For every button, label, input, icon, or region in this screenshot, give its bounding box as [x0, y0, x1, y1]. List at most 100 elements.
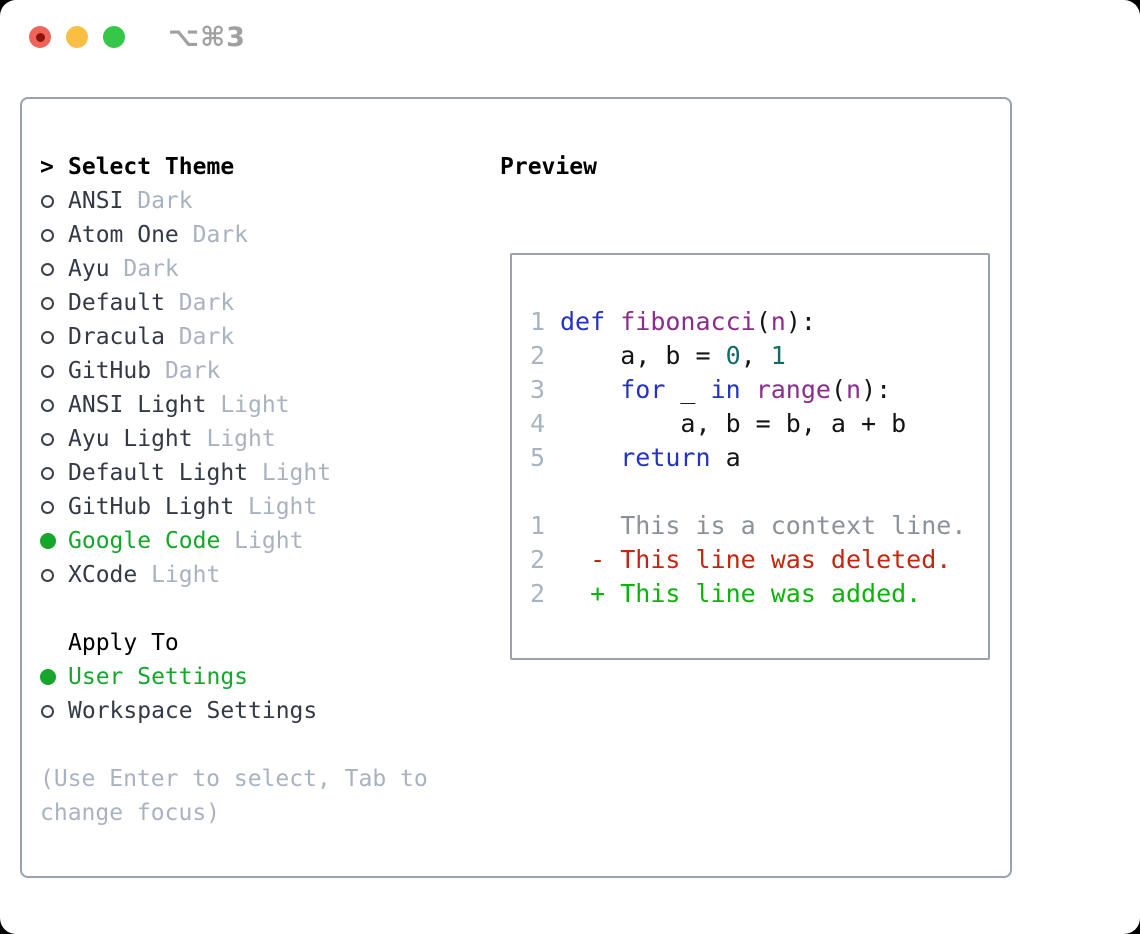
option-variant-label: Light: [220, 528, 304, 554]
option-variant-label: Dark: [123, 188, 193, 214]
option-label: GitHub Light: [68, 494, 235, 520]
option-label: GitHub: [68, 358, 152, 384]
spacer: [40, 728, 480, 762]
code-token-pl: (: [830, 374, 847, 404]
option-variant-label: Dark: [178, 222, 249, 248]
line-number: 5: [530, 442, 546, 472]
code-token-pl: [741, 375, 756, 404]
option-label: Google Code: [68, 528, 221, 554]
apply-option-workspace-settings[interactable]: Workspace Settings: [40, 694, 480, 728]
code-token-kw: for: [620, 374, 666, 404]
window-titlebar: ⌥⌘3: [0, 0, 1140, 74]
select-theme-header: > Select Theme: [40, 150, 480, 184]
option-label: Atom One: [68, 222, 179, 248]
option-label: Workspace Settings: [68, 698, 318, 724]
code-line: 4 a, b = b, a + b: [530, 406, 988, 440]
theme-option-dracula[interactable]: Dracula Dark: [40, 320, 480, 354]
help-text: (Use Enter to select, Tab to change focus…: [40, 762, 480, 830]
option-variant-label: Light: [137, 562, 221, 588]
code-token-fn: range: [755, 374, 831, 404]
radio-icon: [41, 228, 54, 242]
theme-option-ansi-light[interactable]: ANSI Light Light: [40, 388, 480, 422]
code-token-fn: n: [770, 306, 786, 336]
code-line: 2 - This line was deleted.: [530, 542, 988, 576]
code-line: 2 a, b = 0, 1: [530, 338, 988, 372]
code-line: [530, 474, 988, 508]
zoom-button[interactable]: [103, 26, 125, 48]
line-number: 1: [530, 306, 546, 336]
help-line: (Use Enter to select, Tab to: [40, 766, 428, 792]
code-token-kw: return: [620, 442, 711, 472]
code-token-fn: fibonacci: [620, 306, 756, 336]
spacer: [40, 592, 480, 626]
code-line: 1 def fibonacci(n):: [530, 304, 988, 338]
code-token-pl: ,: [740, 340, 771, 370]
option-variant-label: Light: [234, 494, 318, 520]
code-token-pl: (: [755, 306, 771, 336]
option-variant-label: Dark: [109, 256, 179, 282]
traffic-lights: [29, 26, 125, 48]
radio-icon: [41, 398, 54, 412]
option-label: XCode: [68, 562, 138, 588]
theme-option-github[interactable]: GitHub Dark: [40, 354, 480, 388]
option-variant-label: Dark: [164, 324, 235, 350]
radio-icon: [41, 500, 54, 514]
theme-option-atom-one[interactable]: Atom One Dark: [40, 218, 480, 252]
window-title: ⌥⌘3: [168, 22, 246, 53]
option-label: Default Light: [68, 460, 249, 486]
code-token-pl: a, b = b, a + b: [560, 408, 907, 438]
code-token-num: 0: [725, 340, 741, 370]
theme-option-github-light[interactable]: GitHub Light Light: [40, 490, 480, 524]
theme-option-ayu-light[interactable]: Ayu Light Light: [40, 422, 480, 456]
code-token-kw: in: [710, 374, 741, 404]
close-dot-icon: [35, 32, 45, 42]
theme-option-ayu[interactable]: Ayu Dark: [40, 252, 480, 286]
theme-option-default-light[interactable]: Default Light Light: [40, 456, 480, 490]
code-token-pl: [560, 579, 590, 608]
code-token-pl: [560, 443, 620, 472]
select-theme-title: Select Theme: [68, 154, 235, 180]
option-variant-label: Light: [192, 426, 276, 452]
radio-selected-icon: [40, 533, 56, 549]
line-number: 1: [530, 510, 546, 540]
radio-icon: [41, 330, 54, 344]
code-token-pl: [560, 375, 620, 404]
code-token-kw: def: [560, 306, 606, 336]
option-variant-label: Dark: [164, 290, 235, 316]
theme-option-ansi[interactable]: ANSI Dark: [40, 184, 480, 218]
code-token-pl: a, b =: [560, 340, 726, 370]
code-token-pl: ):: [785, 306, 816, 336]
code-token-pl: [560, 545, 590, 574]
close-button[interactable]: [29, 26, 51, 48]
help-line: change focus): [40, 800, 221, 826]
radio-icon: [41, 466, 54, 480]
code-line: 2 + This line was added.: [530, 576, 988, 610]
option-label: Ayu: [68, 256, 110, 282]
option-label: User Settings: [68, 664, 249, 690]
option-label: ANSI: [68, 188, 124, 214]
apply-to-title: Apply To: [68, 630, 179, 656]
option-label: ANSI Light: [68, 392, 207, 418]
theme-option-google-code[interactable]: Google Code Light: [40, 524, 480, 558]
code-token-pl: _: [665, 374, 711, 404]
apply-option-user-settings[interactable]: User Settings: [40, 660, 480, 694]
code-token-num: 1: [770, 340, 786, 370]
option-label: Dracula: [68, 324, 165, 350]
option-label: Default: [68, 290, 165, 316]
radio-icon: [41, 296, 54, 310]
radio-selected-icon: [40, 669, 56, 685]
code-line: 1 This is a context line.: [530, 508, 988, 542]
line-number: 4: [530, 408, 546, 438]
line-number: 3: [530, 374, 546, 404]
line-number: 2: [530, 544, 546, 574]
theme-option-default[interactable]: Default Dark: [40, 286, 480, 320]
radio-icon: [41, 262, 54, 276]
theme-option-xcode[interactable]: XCode Light: [40, 558, 480, 592]
minimize-button[interactable]: [66, 26, 88, 48]
